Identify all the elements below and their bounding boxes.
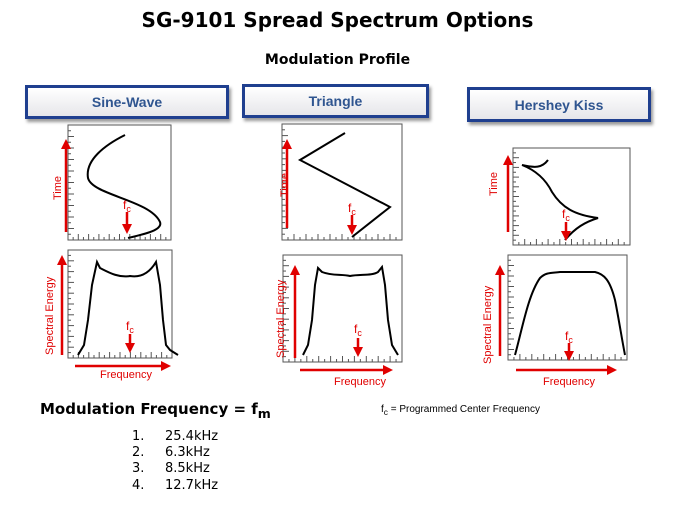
time-label-triangle: Time	[279, 173, 291, 197]
fc-label: fc	[348, 201, 356, 217]
fc-label: fc	[123, 198, 131, 214]
fc-label: fc	[354, 322, 362, 338]
hershey-time-curve	[521, 159, 599, 241]
frequency-label-sine: Frequency	[100, 369, 152, 381]
list-number: 3.	[132, 461, 145, 476]
list-number: 4.	[132, 478, 145, 493]
frequency-label-hershey: Frequency	[543, 376, 595, 388]
list-value: 8.5kHz	[165, 461, 210, 476]
hershey-spectrum-curve	[514, 271, 626, 356]
fc-label: fc	[565, 329, 573, 345]
list-item: 2. 6.3kHz	[132, 445, 210, 460]
note-sub: c	[383, 407, 388, 417]
tab-triangle[interactable]: Triangle	[242, 84, 429, 118]
list-value: 12.7kHz	[165, 478, 219, 493]
list-item: 4. 12.7kHz	[132, 478, 218, 493]
sine-time-curve	[86, 134, 162, 239]
energy-label-sine: Spectral Energy	[44, 276, 56, 355]
modulation-frequency-heading: Modulation Frequency = fm	[40, 400, 271, 421]
note-f: f	[381, 404, 384, 415]
triangle-time-curve	[297, 132, 392, 238]
list-value: 6.3kHz	[165, 445, 210, 460]
frequency-label-triangle: Frequency	[334, 376, 386, 388]
slide-subtitle: Modulation Profile	[264, 52, 411, 68]
formula-text: Modulation Frequency = f	[40, 400, 258, 418]
list-value: 25.4kHz	[165, 429, 219, 444]
list-number: 2.	[132, 445, 145, 460]
tab-hershey-kiss[interactable]: Hershey Kiss	[467, 87, 651, 122]
sine-spectrum-curve	[77, 259, 179, 356]
tab-sine-wave[interactable]: Sine-Wave	[25, 85, 229, 119]
fc-label: fc	[562, 207, 570, 223]
hershey-time-plot	[512, 147, 631, 246]
list-item: 3. 8.5kHz	[132, 461, 210, 476]
time-label-sine: Time	[52, 176, 64, 200]
time-label-hershey: Time	[488, 172, 500, 196]
fc-note: fc = Programmed Center Frequency	[381, 404, 540, 417]
note-text: = Programmed Center Frequency	[387, 404, 540, 415]
energy-label-triangle: Spectral Energy	[275, 279, 287, 358]
slide-title: SG-9101 Spread Spectrum Options	[141, 8, 534, 32]
triangle-spectrum-curve	[302, 264, 399, 356]
sine-time-plot	[67, 124, 172, 241]
list-item: 1. 25.4kHz	[132, 429, 218, 444]
fc-label: fc	[126, 319, 134, 335]
energy-label-hershey: Spectral Energy	[482, 285, 494, 364]
list-number: 1.	[132, 429, 145, 444]
triangle-spectrum-plot	[282, 254, 403, 363]
formula-subscript: m	[257, 406, 271, 421]
